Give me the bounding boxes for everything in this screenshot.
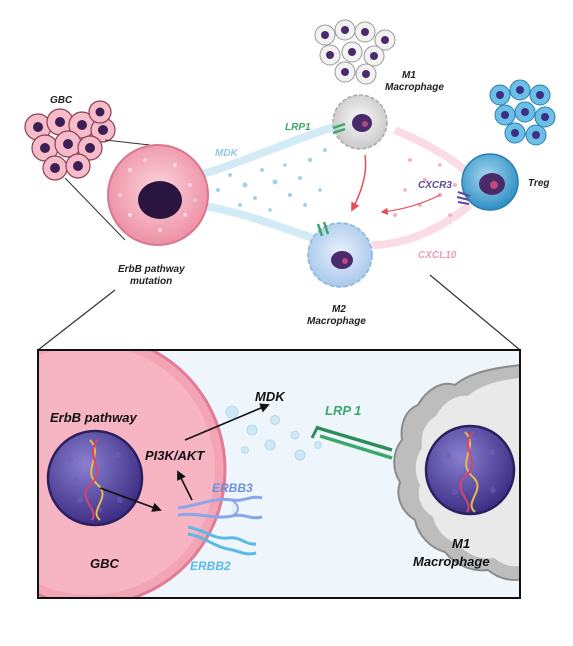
treg-cell bbox=[461, 153, 519, 211]
m2-label-line2: Macrophage bbox=[307, 316, 366, 327]
connector-line bbox=[64, 177, 126, 241]
zoom-line-right bbox=[429, 274, 521, 351]
erbb3-receptor-icon bbox=[177, 495, 263, 520]
gbc-nucleus bbox=[46, 429, 144, 527]
gbc-cell bbox=[107, 144, 209, 246]
erbb-mutation-label-line2: mutation bbox=[130, 276, 172, 287]
erbb3-label: ERBB3 bbox=[212, 481, 253, 495]
m1-macrophage-cell bbox=[332, 94, 388, 150]
polarization-arrow bbox=[351, 154, 367, 212]
treg-label: Treg bbox=[528, 178, 550, 189]
erbb-pathway-label: ErbB pathway bbox=[50, 410, 137, 425]
m1-top-label-line1: M1 bbox=[402, 70, 416, 81]
m2-receptor-icon bbox=[316, 221, 330, 237]
cxcl10-arrow bbox=[380, 194, 441, 215]
m2-macrophage-cell bbox=[307, 222, 373, 288]
m1-zoom-label-line2: Macrophage bbox=[413, 554, 490, 569]
nucleus bbox=[138, 181, 182, 219]
dna-strand-icon bbox=[464, 431, 479, 513]
gbc-cluster-label: GBC bbox=[50, 95, 73, 106]
erbb2-label: ERBB2 bbox=[190, 559, 231, 573]
lrp1-receptor-icon bbox=[332, 122, 346, 135]
gbc-zoom-label: GBC bbox=[90, 556, 120, 571]
dna-strand-icon bbox=[89, 439, 104, 521]
lrp1-zoom-receptor-icon bbox=[310, 425, 393, 460]
treg-cell-cluster bbox=[489, 79, 556, 146]
lrp1-top-label: LRP1 bbox=[285, 122, 311, 133]
receptor-to-pi3k-arrow bbox=[177, 470, 193, 501]
cxcr3-receptor-icon bbox=[456, 191, 471, 205]
lrp1-zoom-label: LRP 1 bbox=[325, 403, 361, 418]
erbb2-receptor-icon bbox=[187, 525, 257, 556]
dna-to-receptor-arrow bbox=[99, 487, 162, 512]
m1-top-label-line2: Macrophage bbox=[385, 82, 444, 93]
pi3k-akt-label: PI3K/AKT bbox=[145, 448, 205, 463]
cxcr3-label: CXCR3 bbox=[418, 180, 452, 191]
gbc-cell-cluster bbox=[24, 100, 116, 181]
zoom-line-left bbox=[37, 289, 116, 351]
pi3k-to-mdk-arrow bbox=[184, 403, 270, 441]
m1-macrophage-cluster bbox=[314, 19, 396, 85]
cxcl10-label: CXCL10 bbox=[418, 250, 457, 261]
mdk-top-label: MDK bbox=[215, 148, 239, 159]
mdk-zoom-label: MDK bbox=[255, 389, 286, 404]
m1-zoom-nucleus bbox=[424, 424, 516, 516]
mdk-signal-stream bbox=[198, 121, 342, 244]
m1-zoom-label-line1: M1 bbox=[452, 536, 470, 551]
m2-label-line1: M2 bbox=[332, 304, 346, 315]
connector-line bbox=[104, 139, 151, 146]
erbb-mutation-label-line1: ErbB pathway bbox=[118, 264, 185, 275]
mdk-particles bbox=[225, 405, 322, 461]
